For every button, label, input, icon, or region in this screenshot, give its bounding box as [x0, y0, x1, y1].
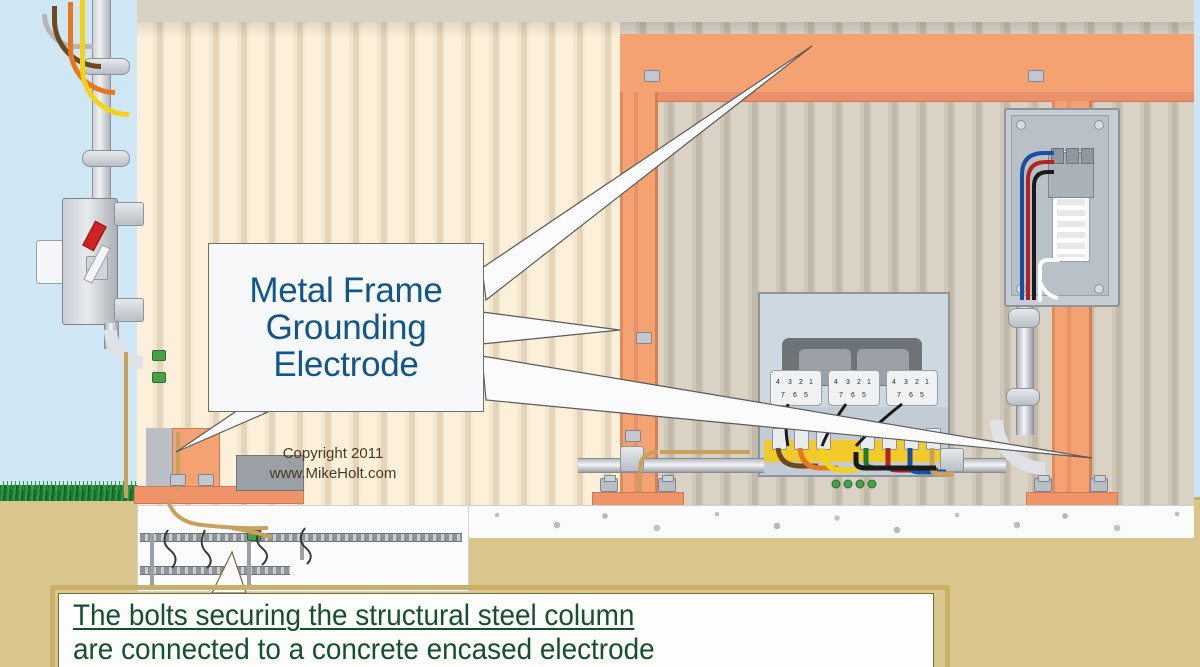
rebar-vertical — [247, 533, 251, 588]
terminal-number: 3 — [788, 379, 792, 386]
steel-beam-flange — [620, 92, 1194, 102]
conduit-strap — [1008, 308, 1040, 328]
website-line: www.MikeHolt.com — [269, 465, 397, 483]
terminal-number: 7 — [897, 392, 901, 399]
terminal-number: 1 — [809, 379, 813, 386]
terminal-number: 2 — [799, 379, 803, 386]
beam-clip — [1028, 70, 1044, 82]
terminal-number: 6 — [793, 392, 797, 399]
grass-strip — [0, 481, 140, 501]
conduit-strap — [1006, 388, 1040, 406]
breaker-terminal — [1081, 148, 1094, 164]
callout-line-2: Grounding — [265, 307, 427, 347]
panel-screw — [1094, 284, 1104, 294]
copyright-line: Copyright 2011 — [282, 445, 384, 462]
terminal-number: 6 — [851, 392, 855, 399]
wall-bracket — [636, 332, 652, 344]
terminal-block: 4 3 2 1 7 6 5 — [886, 370, 938, 406]
caption-box: The bolts securing the structural steel … — [58, 593, 934, 667]
disconnect-strap — [114, 202, 144, 226]
terminal-number: 4 — [834, 379, 838, 386]
terminal-number: 5 — [804, 392, 808, 399]
transformer-lug — [816, 428, 831, 450]
transformer-lug — [904, 428, 919, 450]
callout-line-3: Electrode — [273, 345, 419, 385]
panel-screw — [1016, 284, 1026, 294]
copyright-block: Copyright 2011 www.MikeHolt.com — [238, 444, 428, 485]
conduit-strap — [940, 448, 964, 472]
mast-strap — [82, 150, 130, 167]
beam-clip — [644, 70, 660, 82]
rebar-ground-clamp — [247, 530, 261, 541]
ground-clamp — [152, 350, 166, 361]
column-anchor-bolt — [170, 474, 186, 486]
conduit-strap — [620, 446, 644, 472]
footing-pier — [236, 455, 304, 491]
anchor-bolt — [600, 475, 618, 492]
anchor-bolt — [658, 475, 676, 492]
column-anchor-bolt — [198, 474, 214, 486]
caption-line-2: are connected to a concrete encased elec… — [73, 633, 655, 667]
gec-column-bond — [176, 432, 180, 490]
terminal-number: 4 — [892, 379, 896, 386]
building-parapet — [137, 0, 1194, 23]
horizontal-conduit-left — [578, 458, 764, 473]
callout-line-1: Metal Frame — [249, 270, 443, 310]
transformer-lug — [882, 428, 897, 450]
terminal-number: 6 — [909, 392, 913, 399]
terminal-number: 1 — [867, 379, 871, 386]
transformer-lug — [860, 428, 875, 450]
ground-clamp — [152, 372, 166, 383]
panel-screw — [1094, 120, 1104, 130]
breaker-terminal — [1051, 148, 1064, 164]
disconnect-strap — [114, 298, 144, 322]
caption-text: The bolts securing the structural steel … — [73, 599, 864, 667]
terminal-number: 2 — [915, 379, 919, 386]
steel-column-left-web — [634, 92, 638, 512]
gec-riser — [124, 352, 128, 498]
terminal-number: 1 — [925, 379, 929, 386]
terminal-number: 5 — [862, 392, 866, 399]
terminal-number: 5 — [920, 392, 924, 399]
breaker-terminal — [1066, 148, 1079, 164]
rebar-vertical — [300, 540, 304, 560]
transformer-lug — [772, 428, 787, 450]
caption-frame — [50, 585, 950, 667]
anchor-bolt — [1034, 475, 1052, 492]
terminal-number: 7 — [839, 392, 843, 399]
terminal-number: 3 — [904, 379, 908, 386]
caption-line-1: The bolts securing the structural steel … — [73, 599, 635, 632]
steel-beam — [620, 34, 1194, 95]
terminal-block: 4 3 2 1 7 6 5 — [828, 370, 880, 406]
wall-bracket — [625, 430, 641, 442]
anchor-bolt — [1090, 475, 1108, 492]
callout-metal-frame-grounding-electrode: Metal Frame Grounding Electrode — [208, 243, 484, 412]
rebar-vertical — [150, 533, 154, 588]
terminal-number: 7 — [781, 392, 785, 399]
transformer-lug — [926, 428, 941, 450]
terminal-number: 3 — [846, 379, 850, 386]
terminal-block: 4 3 2 1 7 6 5 — [770, 370, 822, 406]
transformer-lug — [794, 428, 809, 450]
panel-screw — [1016, 120, 1026, 130]
rebar-horizontal — [140, 566, 290, 575]
terminal-number: 2 — [857, 379, 861, 386]
terminal-number: 4 — [776, 379, 780, 386]
